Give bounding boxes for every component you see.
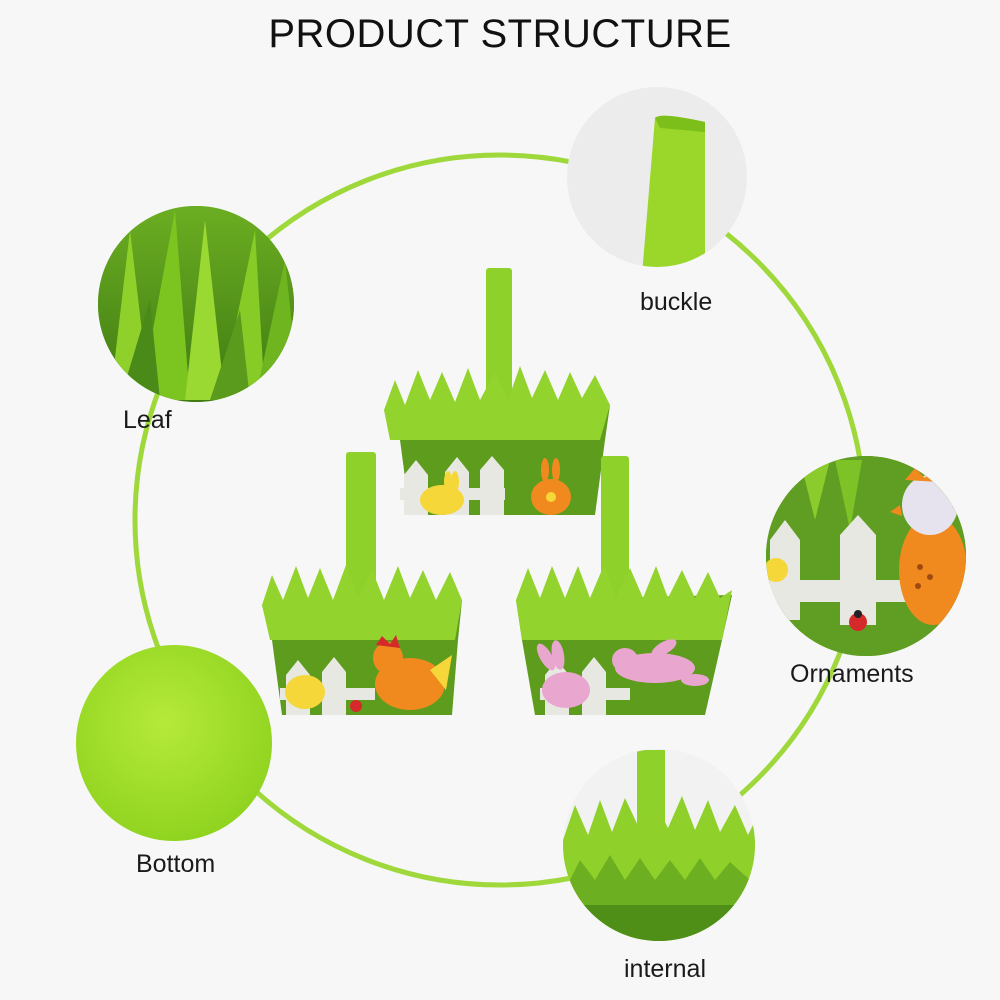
internal-detail-image bbox=[563, 749, 755, 941]
bottom-label: Bottom bbox=[136, 850, 216, 878]
internal-label: internal bbox=[624, 955, 706, 983]
ornaments-detail-image bbox=[766, 456, 966, 656]
bottom-detail-image bbox=[76, 645, 272, 841]
buckle-label: buckle bbox=[640, 288, 713, 316]
page-title: PRODUCT STRUCTURE bbox=[268, 12, 732, 56]
buckle-detail-image bbox=[567, 87, 747, 267]
basket-top bbox=[384, 268, 610, 515]
basket-right bbox=[516, 456, 732, 715]
leaf-detail-image bbox=[98, 206, 294, 402]
ornaments-label: Ornaments bbox=[790, 660, 914, 688]
basket-left bbox=[262, 452, 462, 715]
leaf-label: Leaf bbox=[123, 406, 172, 434]
